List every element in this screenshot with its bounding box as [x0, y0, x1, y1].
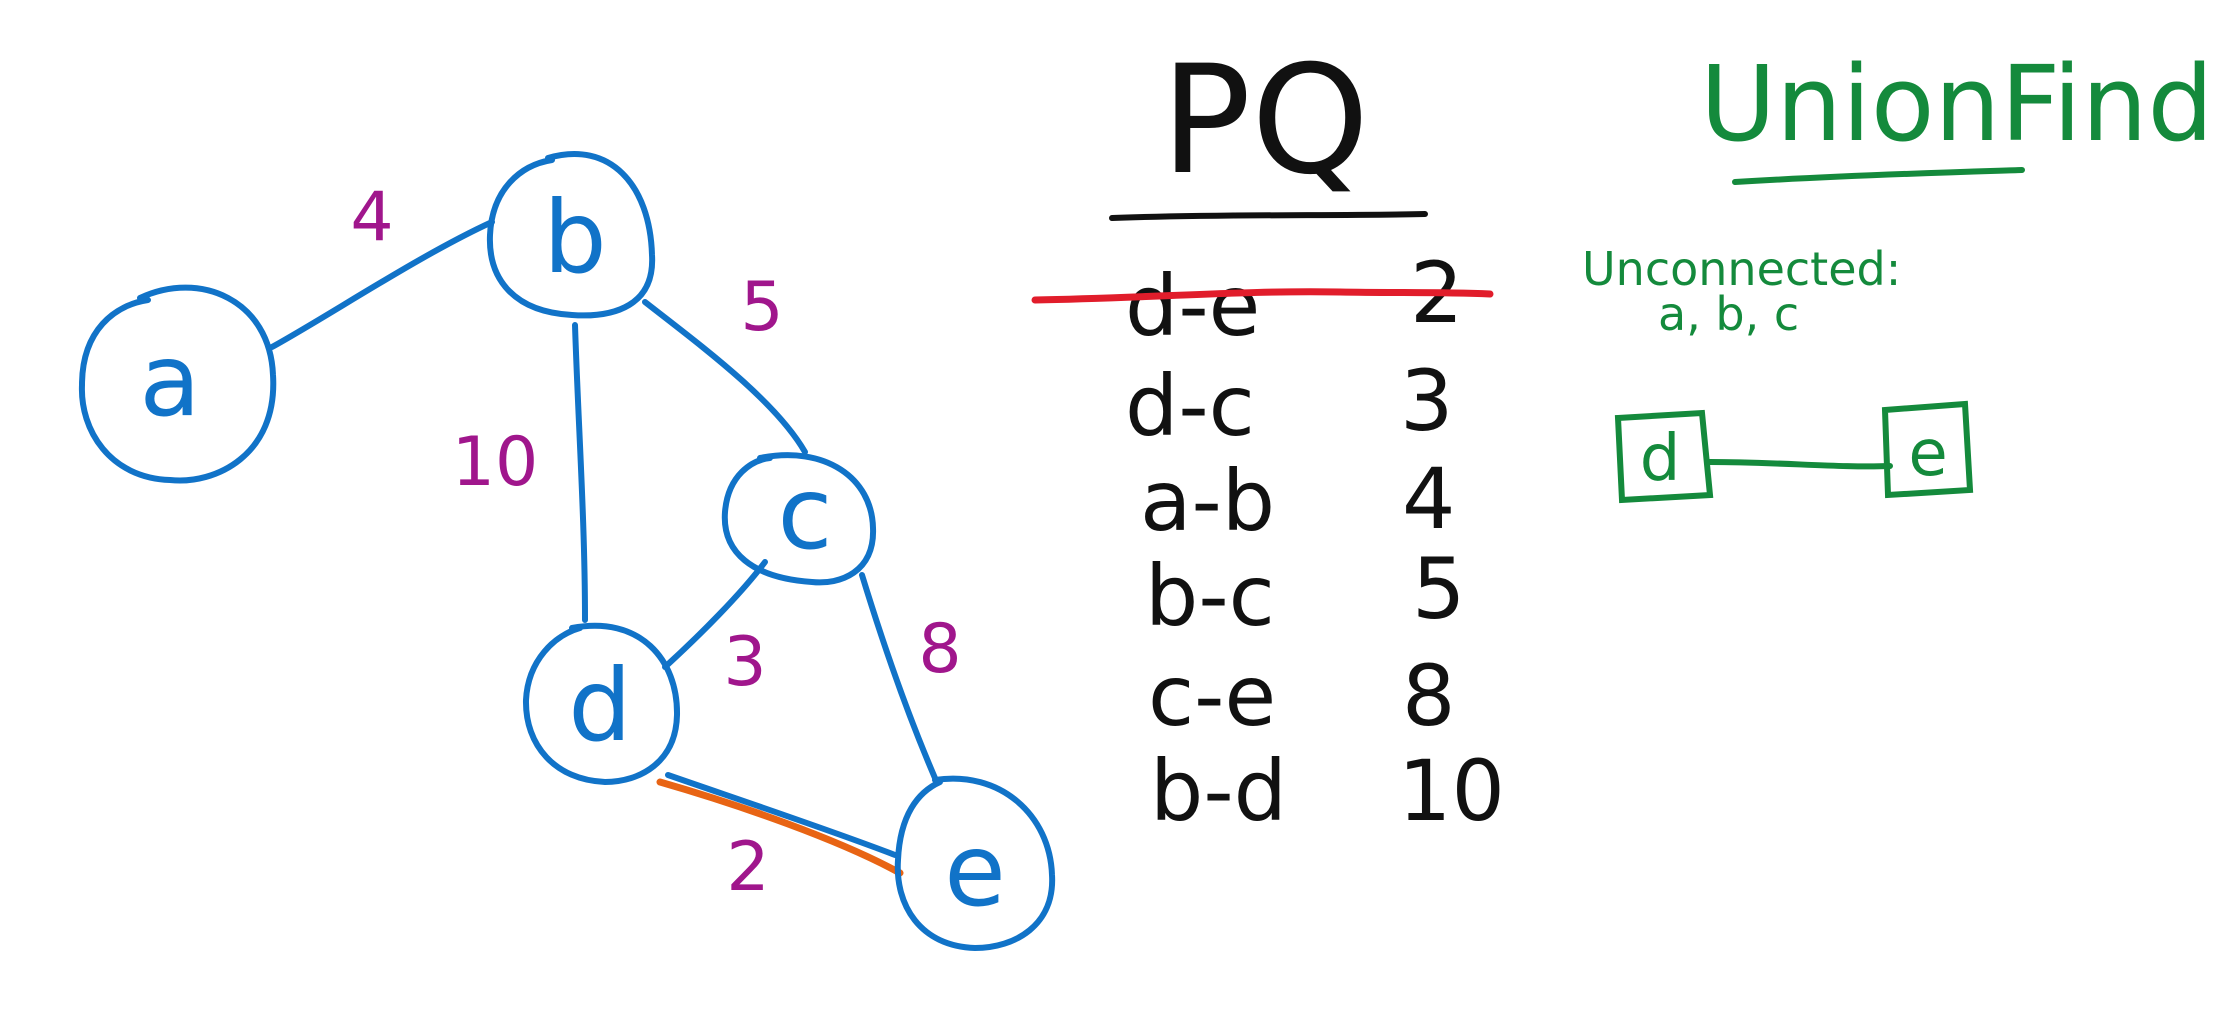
node-c: c: [721, 452, 877, 586]
edge-b-d: [572, 322, 588, 623]
uf-unconnected-list: a, b, c: [1658, 287, 1799, 341]
uf-unconnected-label: Unconnected:: [1582, 242, 1901, 296]
edge-d-e-highlight: [656, 778, 904, 877]
edge-c-e: [859, 572, 938, 781]
node-d-label: d: [568, 647, 631, 764]
uf-set-node-e: e: [1881, 400, 1974, 499]
pq-entry-weight: 3: [1400, 352, 1453, 450]
weight-d-e: 2: [726, 828, 769, 907]
pq-entry-edge: c-e: [1148, 647, 1276, 745]
pq-entry-edge: a-b: [1140, 452, 1275, 550]
pq-entry-edge: b-c: [1145, 547, 1275, 645]
edge-d-e: [665, 772, 898, 858]
weight-c-e: 8: [918, 610, 961, 689]
node-b-label: b: [543, 179, 606, 296]
priority-queue: PQ d-e 2 d-c 3 a-b 4 b-c 5 c-e 8 b-d 10: [1031, 34, 1505, 840]
pq-entry-weight: 5: [1412, 540, 1465, 638]
node-c-label: c: [778, 455, 833, 572]
weight-b-c: 5: [740, 268, 783, 347]
node-d: d: [522, 622, 681, 786]
node-a-circle: [78, 284, 277, 484]
uf-set-node-d-label: d: [1640, 422, 1681, 496]
uf-set-link: [1707, 459, 1893, 470]
node-c-circle: [721, 452, 877, 586]
uf-set-node-d-box: [1614, 409, 1714, 504]
uf-title: UnionFind: [1700, 43, 2214, 165]
pq-entry-row: b-c 5: [1145, 540, 1465, 645]
weight-b-d: 10: [452, 423, 539, 502]
pq-entry-edge: d-e: [1125, 257, 1260, 355]
node-b-circle: [486, 151, 656, 319]
node-e: e: [894, 775, 1056, 952]
graph: a b c d e 4 5 10 3 8 2: [78, 151, 1056, 952]
pq-entry-edge: d-c: [1125, 357, 1255, 455]
weight-a-b: 4: [350, 178, 393, 257]
pq-entry-weight: 8: [1402, 647, 1455, 745]
uf-set-node-e-label: e: [1908, 417, 1947, 491]
pq-entry-row: d-c 3: [1125, 352, 1453, 455]
edge-c-d: [662, 559, 768, 670]
pq-entry-row: b-d 10: [1150, 742, 1505, 840]
pq-entry-weight: 10: [1398, 742, 1505, 840]
pq-entry-row: d-e 2: [1125, 244, 1463, 355]
pq-entry-row: c-e 8: [1148, 647, 1455, 745]
pq-strikethrough: [1031, 288, 1494, 304]
pq-title: PQ: [1161, 34, 1370, 208]
node-b: b: [486, 151, 656, 319]
uf-set-node-e-box: [1881, 400, 1974, 499]
node-e-label: e: [944, 812, 1006, 929]
node-e-circle: [894, 775, 1056, 952]
pq-entry-edge: b-d: [1150, 742, 1287, 840]
union-find: UnionFind Unconnected: a, b, c d e: [1582, 43, 2214, 504]
edge-a-b: [269, 219, 495, 350]
uf-set-node-d: d: [1614, 409, 1714, 504]
pq-entry-weight: 4: [1402, 450, 1455, 548]
node-a: a: [78, 284, 277, 484]
node-d-circle: [522, 622, 681, 786]
uf-title-underline: [1732, 167, 2025, 185]
pq-title-underline: [1109, 211, 1428, 221]
edge-b-c: [642, 299, 808, 455]
pq-entry-row: a-b 4: [1140, 450, 1455, 550]
weight-c-d: 3: [723, 623, 766, 702]
node-a-label: a: [139, 322, 200, 439]
